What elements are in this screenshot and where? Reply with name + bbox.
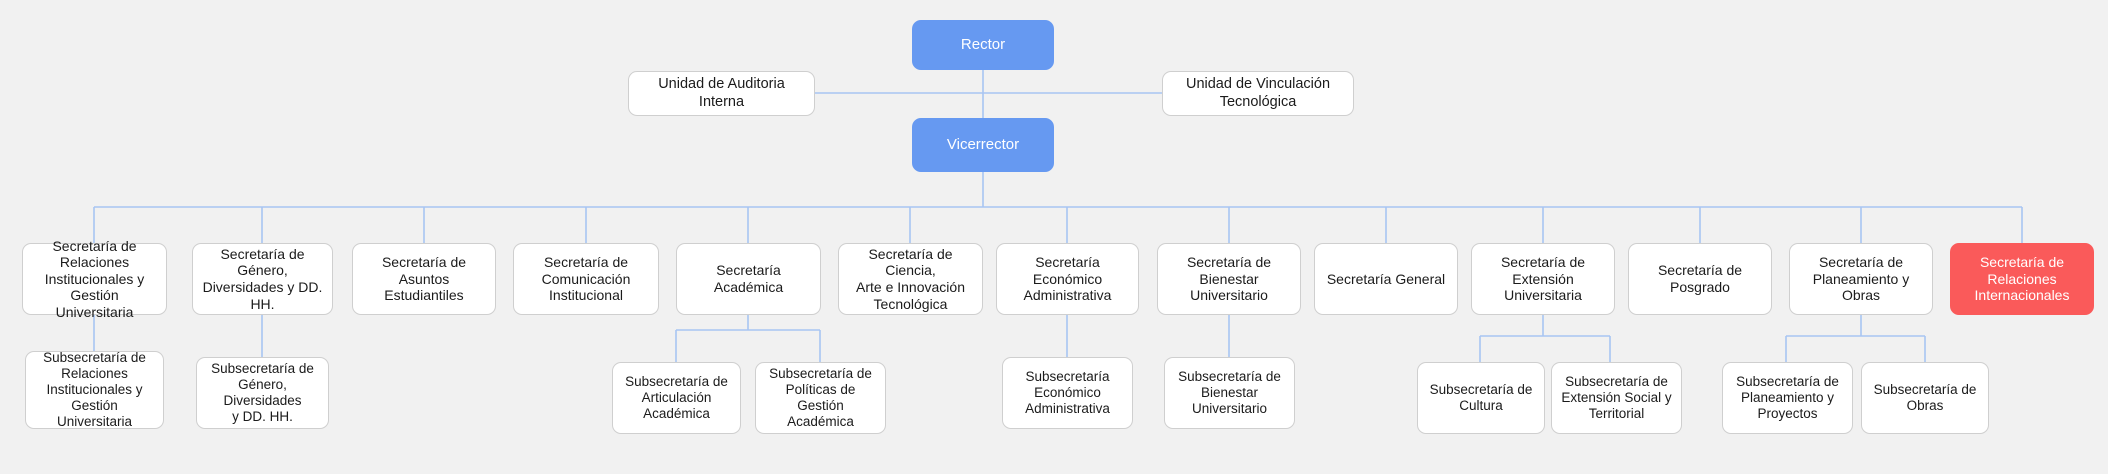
node-secretaria-extension-universitaria-label: Secretaría de Extensión Universitaria <box>1500 254 1586 304</box>
node-subsecretaria-planeamiento-proyectos-label: Subsecretaría de Planeamiento y Proyecto… <box>1736 374 1839 421</box>
node-subsecretaria-bienestar-universitario[interactable]: Subsecretaría de Bienestar Universitario <box>1164 357 1295 429</box>
node-unidad-auditoria-interna[interactable]: Unidad de Auditoria Interna <box>628 71 815 116</box>
node-secretaria-ciencia-label: Secretaría de Ciencia, Arte e Innovación… <box>856 245 965 312</box>
node-rector-label: Rector <box>960 36 1006 54</box>
node-secretaria-relaciones-internacionales[interactable]: Secretaría de Relaciones Internacionales <box>1950 243 2094 315</box>
node-subsecretaria-cultura-label: Subsecretaría de Cultura <box>1429 382 1533 413</box>
node-secretaria-general-label: Secretaría General <box>1326 270 1446 287</box>
node-secretaria-economico-administrativa-label: Secretaría Económico Administrativa <box>1023 254 1112 304</box>
node-secretaria-asuntos-estudiantiles[interactable]: Secretaría de Asuntos Estudiantiles <box>352 243 496 315</box>
node-secretaria-extension-universitaria[interactable]: Secretaría de Extensión Universitaria <box>1471 243 1615 315</box>
node-secretaria-academica[interactable]: Secretaría Académica <box>676 243 821 315</box>
node-rector[interactable]: Rector <box>912 20 1054 70</box>
node-subsecretaria-genero-label: Subsecretaría de Género, Diversidades y … <box>211 361 314 424</box>
node-secretaria-posgrado[interactable]: Secretaría de Posgrado <box>1628 243 1772 315</box>
node-secretaria-comunicacion-institucional[interactable]: Secretaría de Comunicación Institucional <box>513 243 659 315</box>
node-subsecretaria-obras[interactable]: Subsecretaría de Obras <box>1861 362 1989 434</box>
node-secretaria-bienestar-universitario[interactable]: Secretaría de Bienestar Universitario <box>1157 243 1301 315</box>
node-secretaria-bienestar-universitario-label: Secretaría de Bienestar Universitario <box>1186 254 1272 304</box>
node-vicerrector[interactable]: Vicerrector <box>912 118 1054 172</box>
node-subsecretaria-bienestar-universitario-label: Subsecretaría de Bienestar Universitario <box>1178 369 1281 416</box>
node-unidad-vinculacion-tecnologica-label: Unidad de Vinculación Tecnológica <box>1185 76 1331 110</box>
node-subsecretaria-relaciones-institucionales-label: Subsecretaría de Relaciones Instituciona… <box>43 350 146 429</box>
node-secretaria-relaciones-institucionales-label: Secretaría de Relaciones Institucionales… <box>44 237 145 320</box>
node-vicerrector-label: Vicerrector <box>946 136 1020 154</box>
node-subsecretaria-genero[interactable]: Subsecretaría de Género, Diversidades y … <box>196 357 329 429</box>
node-secretaria-relaciones-institucionales[interactable]: Secretaría de Relaciones Institucionales… <box>22 238 167 320</box>
node-subsecretaria-extension-social-label: Subsecretaría de Extensión Social y Terr… <box>1561 374 1672 421</box>
node-unidad-auditoria-interna-label: Unidad de Auditoria Interna <box>658 76 785 110</box>
node-unidad-vinculacion-tecnologica[interactable]: Unidad de Vinculación Tecnológica <box>1162 71 1354 116</box>
node-subsecretaria-relaciones-institucionales[interactable]: Subsecretaría de Relaciones Instituciona… <box>25 350 164 429</box>
node-subsecretaria-economico-administrativa[interactable]: Subsecretaría Económico Administrativa <box>1002 357 1133 429</box>
node-secretaria-ciencia[interactable]: Secretaría de Ciencia, Arte e Innovación… <box>838 243 983 315</box>
node-subsecretaria-obras-label: Subsecretaría de Obras <box>1873 382 1977 413</box>
node-subsecretaria-extension-social[interactable]: Subsecretaría de Extensión Social y Terr… <box>1551 362 1682 434</box>
node-subsecretaria-economico-administrativa-label: Subsecretaría Económico Administrativa <box>1025 369 1110 416</box>
node-secretaria-planeamiento-obras-label: Secretaría de Planeamiento y Obras <box>1812 254 1910 304</box>
node-subsecretaria-articulacion-academica-label: Subsecretaría de Articulación Académica <box>625 374 728 421</box>
node-subsecretaria-planeamiento-proyectos[interactable]: Subsecretaría de Planeamiento y Proyecto… <box>1722 362 1853 434</box>
node-secretaria-genero-label: Secretaría de Género, Diversidades y DD.… <box>202 245 323 312</box>
node-secretaria-comunicacion-institucional-label: Secretaría de Comunicación Institucional <box>541 254 631 304</box>
node-secretaria-planeamiento-obras[interactable]: Secretaría de Planeamiento y Obras <box>1789 243 1933 315</box>
node-secretaria-posgrado-label: Secretaría de Posgrado <box>1657 262 1743 295</box>
node-secretaria-academica-label: Secretaría Académica <box>713 262 784 295</box>
node-secretaria-relaciones-internacionales-label: Secretaría de Relaciones Internacionales <box>1974 254 2070 304</box>
node-secretaria-economico-administrativa[interactable]: Secretaría Económico Administrativa <box>996 243 1139 315</box>
node-subsecretaria-politicas-gestion-academica-label: Subsecretaría de Políticas de Gestión Ac… <box>769 366 872 429</box>
node-subsecretaria-articulacion-academica[interactable]: Subsecretaría de Articulación Académica <box>612 362 741 434</box>
node-subsecretaria-cultura[interactable]: Subsecretaría de Cultura <box>1417 362 1545 434</box>
node-subsecretaria-politicas-gestion-academica[interactable]: Subsecretaría de Políticas de Gestión Ac… <box>755 362 886 434</box>
node-secretaria-asuntos-estudiantiles-label: Secretaría de Asuntos Estudiantiles <box>381 254 467 304</box>
node-secretaria-general[interactable]: Secretaría General <box>1314 243 1458 315</box>
node-secretaria-genero[interactable]: Secretaría de Género, Diversidades y DD.… <box>192 243 333 315</box>
